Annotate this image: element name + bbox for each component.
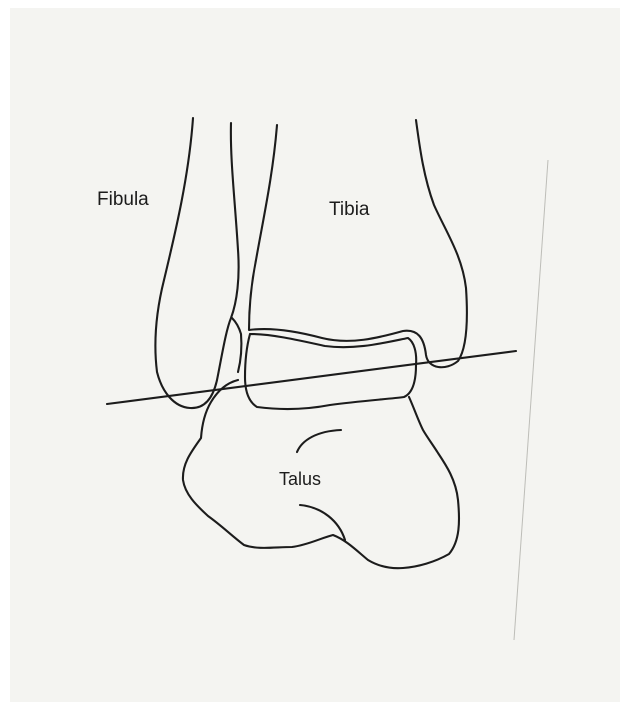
talar-dome-outline — [245, 334, 416, 409]
fibula-label: Fibula — [97, 190, 149, 209]
talus-inner-curve — [300, 505, 345, 540]
fibula-outline — [155, 118, 238, 408]
tibia-outline — [249, 120, 467, 367]
scan-edge — [514, 160, 548, 640]
tibia-label: Tibia — [329, 200, 369, 219]
talus-label: Talus — [279, 470, 321, 488]
talus-upper-curve — [297, 430, 341, 452]
reference-line — [107, 351, 516, 404]
syndesmosis-notch — [232, 318, 241, 372]
